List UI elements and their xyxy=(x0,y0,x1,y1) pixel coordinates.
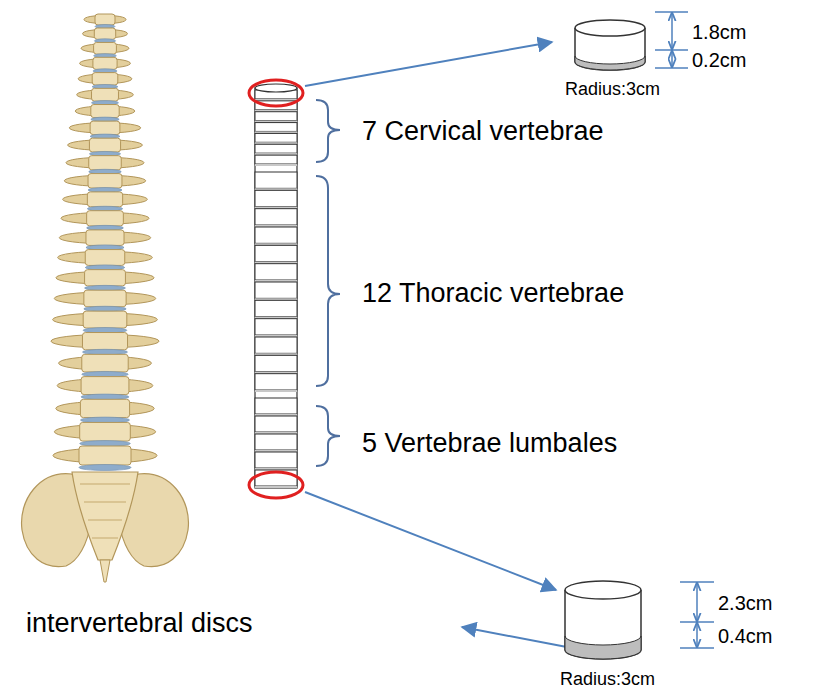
highlight-ellipse xyxy=(249,80,303,106)
highlight-ellipse xyxy=(249,472,303,498)
dimension-label: 0.2cm xyxy=(692,49,746,71)
cylinder-column xyxy=(255,84,297,488)
part-label: intervertebral discs xyxy=(26,609,253,639)
dimension-line xyxy=(655,12,688,68)
dimension-label: 1.8cm xyxy=(692,21,746,43)
dimension-label: 0.4cm xyxy=(718,625,772,647)
bracket xyxy=(316,100,340,466)
spine-illustration xyxy=(22,14,189,582)
group-label: 5 Vertebrae lumbales xyxy=(362,429,617,459)
dimension-label: 2.3cm xyxy=(718,592,772,614)
radius-label: Radius:3cm xyxy=(565,80,660,100)
group-label: 7 Cervical vertebrae xyxy=(362,117,604,147)
vertebra-cylinder xyxy=(575,20,645,70)
dimension-line xyxy=(680,582,714,648)
pointer-arrow xyxy=(305,492,556,590)
radius-label: Radius:3cm xyxy=(560,670,655,690)
group-label: 12 Thoracic vertebrae xyxy=(362,279,624,309)
vertebra-cylinder xyxy=(565,581,641,659)
pointer-arrow xyxy=(305,42,552,86)
pointer-arrow xyxy=(462,627,572,648)
